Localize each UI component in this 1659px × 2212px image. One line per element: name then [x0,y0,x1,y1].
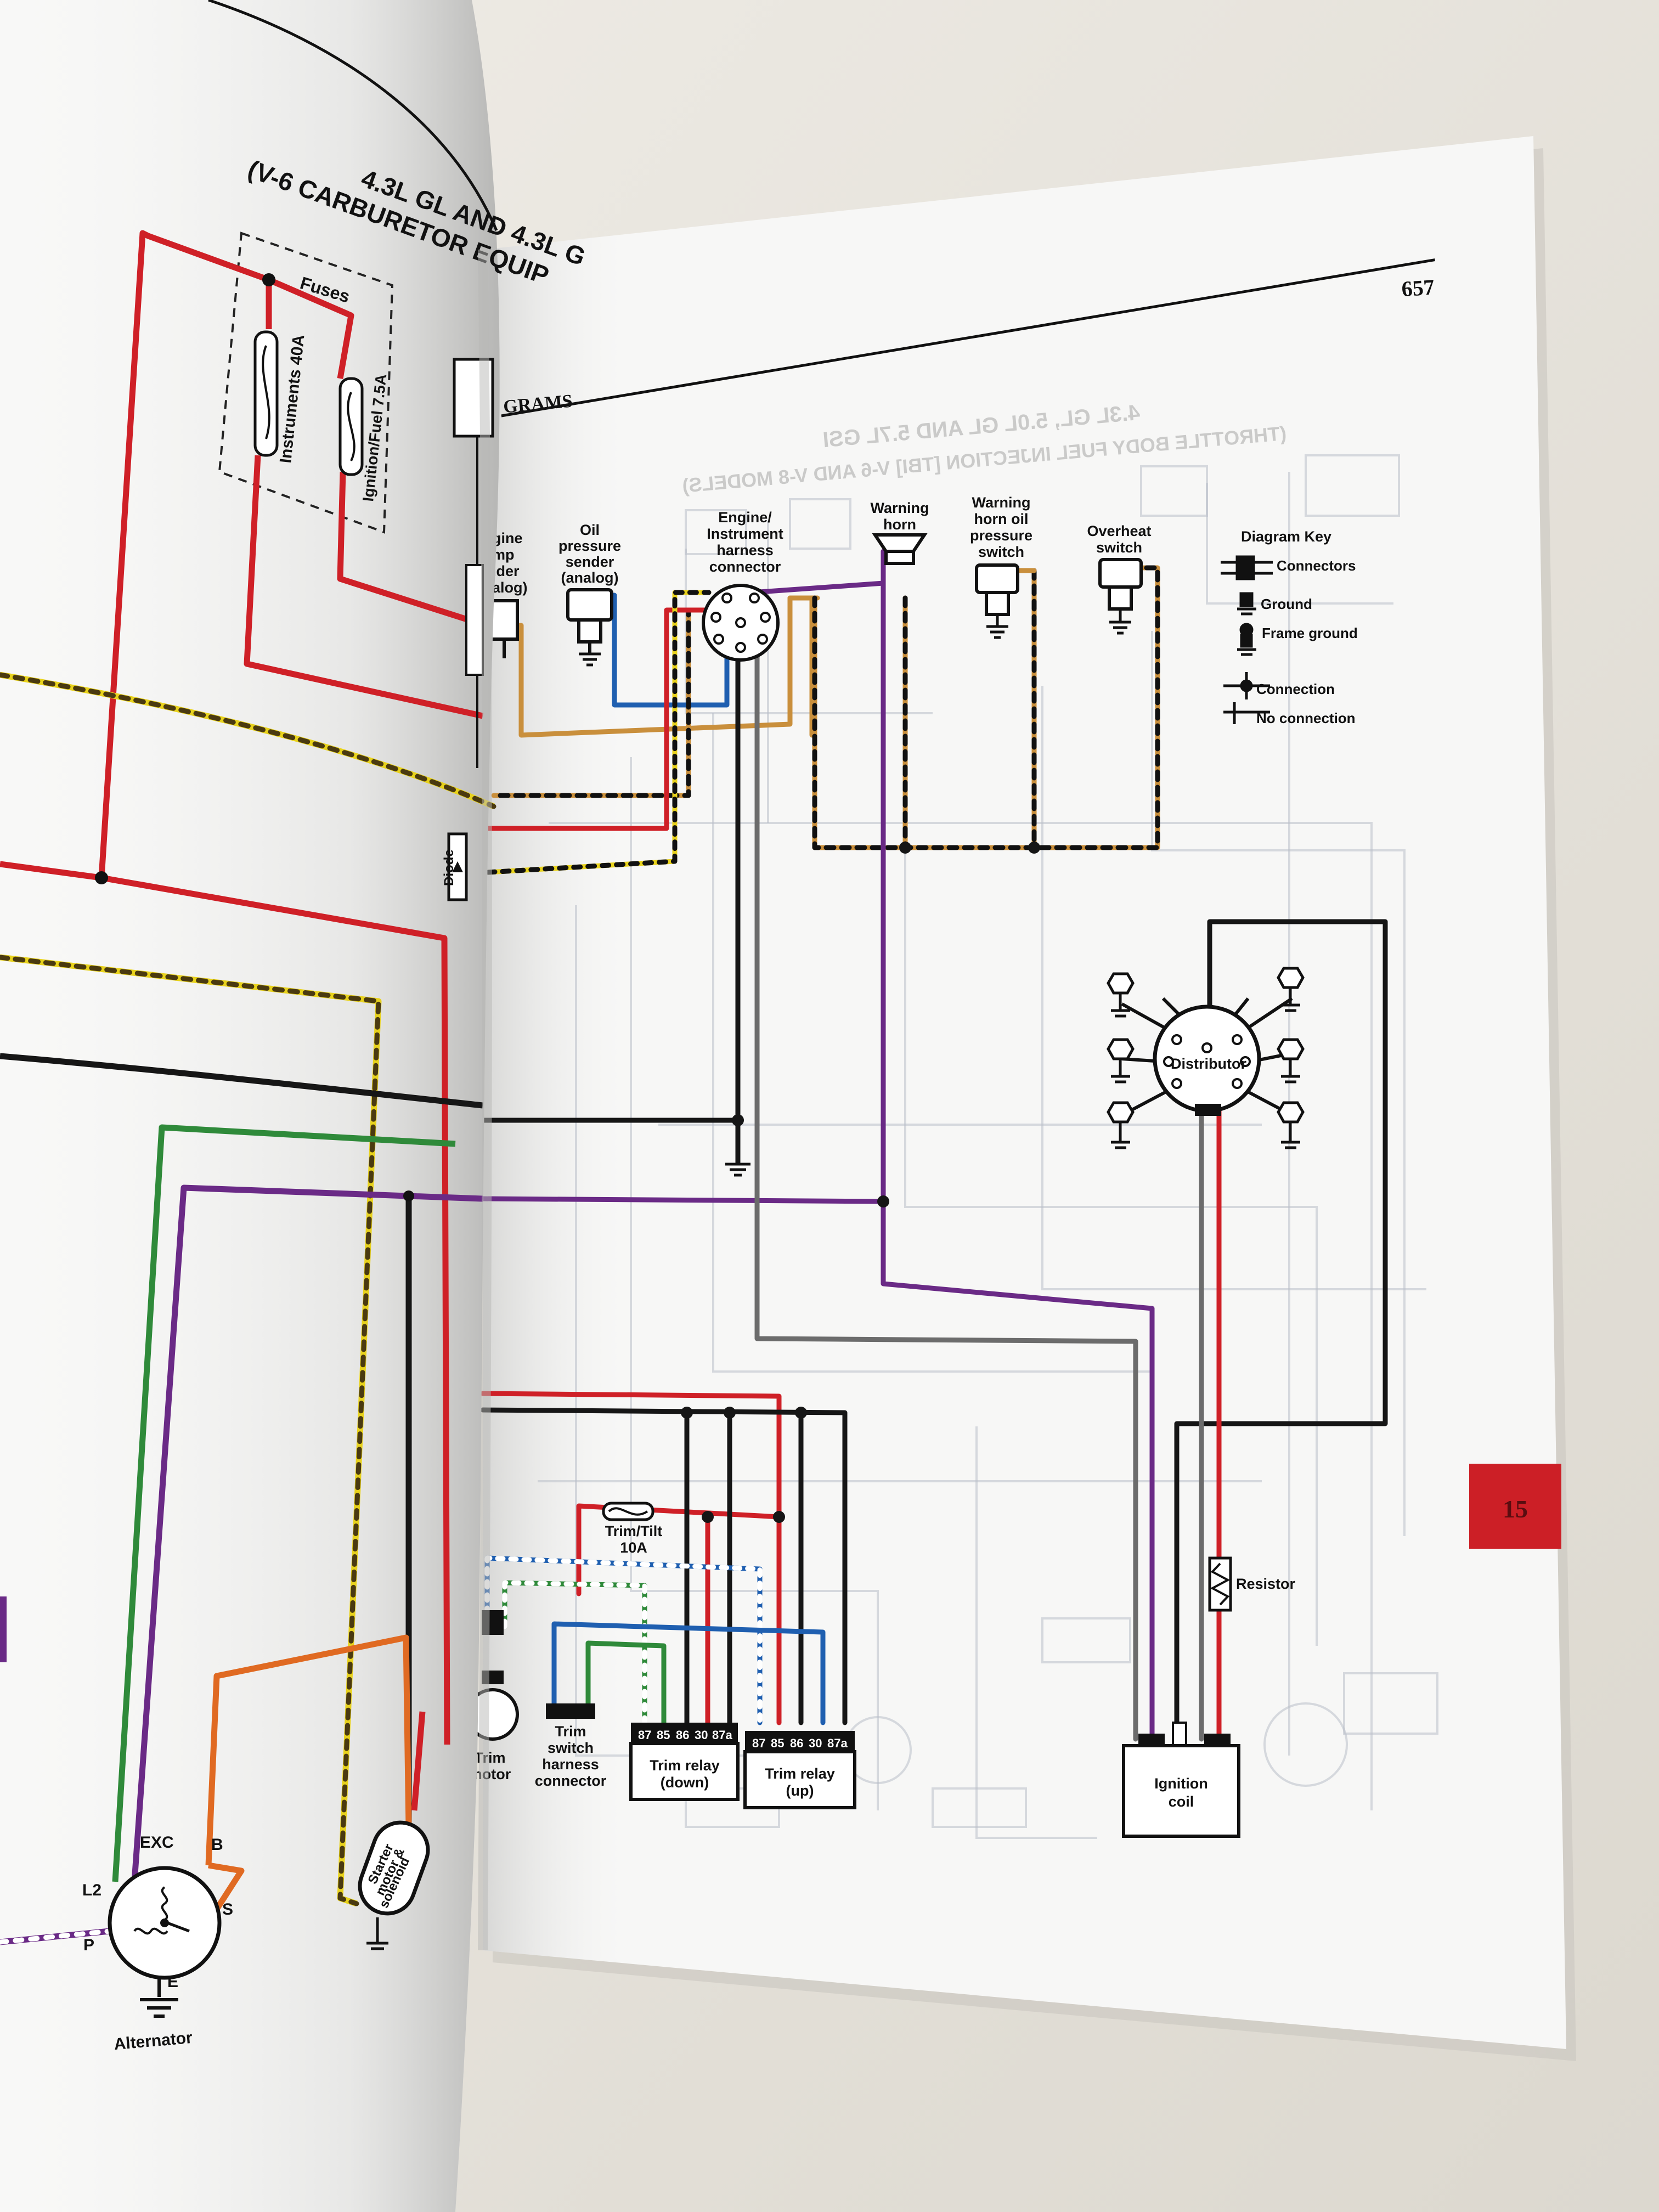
right-page-wiring [480,549,1388,1742]
key-ground-label: Ground [1261,596,1312,612]
oil-sender-label-2: pressure [558,538,621,554]
trim-switch-connector: Trim switch harness connector [535,1703,607,1789]
relay-down-label-1: Trim relay [650,1757,720,1774]
coil-label-1: Ignition [1154,1775,1207,1792]
relay-down-pin-30: 30 [695,1728,708,1742]
left-page: 4.3L GL AND 4.3L G (V-6 CARBURETOR EQUIP… [0,0,589,2212]
trim-switch-label-2: switch [548,1740,594,1756]
oil-sender-label-4: (analog) [561,569,619,586]
diode: Diode [442,832,468,901]
key-frame-ground-label: Frame ground [1262,625,1358,641]
spark-plug-grounds [1111,988,1300,1149]
horn-switch-label-4: switch [978,544,1024,560]
warning-horn-label-2: horn [883,516,916,533]
alternator-ground-icon [140,1998,178,2018]
relay-up-label-2: (up) [786,1782,814,1799]
key-connection-label: Connection [1256,681,1335,697]
warning-horn: Warning horn [871,500,929,565]
alt-exc-label: EXC [140,1833,174,1852]
resistor: Resistor [1208,1556,1296,1612]
fuse-box-outline [218,232,394,534]
temp-sender-label-4: alog) [492,579,528,596]
temp-sender-label-3: ıder [492,563,520,579]
coil-label-2: coil [1169,1793,1194,1810]
temp-sender: gine mp ıder alog) [489,530,528,658]
relay-down-pin-86: 86 [676,1728,689,1742]
trim-relay-down: 87 85 86 30 87a Trim relay (down) [629,1723,740,1801]
oil-pressure-sender: Oil pressure sender (analog) [558,522,621,667]
diagram-key-title: Diagram Key [1241,528,1331,545]
alt-p-label: P [83,1936,94,1954]
relay-up-pin-30: 30 [809,1736,822,1750]
trim-tilt-fuse: Trim/Tilt 10A [602,1502,663,1556]
harness-label-2: Instrument [707,526,783,542]
key-connectors-label: Connectors [1277,557,1356,574]
spark-plug-icons [1107,967,1305,1124]
oil-sender-label-1: Oil [580,522,600,538]
trim-fuse-label-2: 10A [620,1539,647,1556]
overheat-switch: Overheat switch [1087,523,1152,635]
harness-label-3: harness [716,542,774,558]
key-no-connection-label: No connection [1256,710,1356,726]
diode-label: Diode [442,849,456,886]
distributor: Distributor [1107,967,1305,1149]
junction-dots [681,842,1040,1523]
starter-motor: Starter motor & solenoid [358,1820,430,1950]
oil-sender-ground-icon [579,652,601,667]
horn-switch-ground-icon [986,614,1008,639]
diagram-key: Diagram Key Connectors Ground Frame grou… [1221,528,1358,726]
relay-down-pin-87a: 87a [712,1728,732,1742]
relay-down-label-2: (down) [661,1774,709,1791]
alt-l2-label: L2 [82,1881,101,1899]
overheat-label-1: Overheat [1087,523,1151,539]
overheat-label-2: switch [1096,539,1142,556]
relay-up-label-1: Trim relay [765,1765,835,1782]
alt-b-label: B [211,1836,223,1854]
trim-switch-label-3: harness [542,1756,599,1773]
alt-e-label: E [167,1973,178,1991]
trim-fuse-label-1: Trim/Tilt [605,1523,663,1539]
trim-switch-label-1: Trim [555,1723,586,1740]
horn-switch-label-3: pressure [970,527,1032,544]
harness-label-4: connector [709,558,781,575]
relay-down-pin-85: 85 [657,1728,670,1742]
oil-sender-label-3: sender [566,554,614,570]
harness-connector: Engine/ Instrument harness connector [702,509,783,662]
trim-switch-label-4: connector [535,1773,607,1789]
overheat-ground-icon [1109,609,1131,635]
connectors-icon [1221,555,1273,580]
starter-ground-icon [366,1917,388,1950]
horn-switch-label-1: Warning [972,494,1031,511]
distributor-label: Distributor [1171,1056,1246,1072]
chapter-tab-label: 15 [1503,1495,1528,1523]
resistor-label: Resistor [1236,1576,1296,1592]
alt-s-label: S [222,1900,233,1918]
chapter-tab [1469,1464,1561,1549]
warning-horn-label-1: Warning [871,500,929,516]
page-number: 657 [1401,274,1435,301]
ignition-coil: Ignition coil [1122,1722,1240,1838]
show-through-ghost-lines [538,454,1438,1839]
relay-up-pin-85: 85 [771,1736,784,1750]
warning-horn-switch: Warning horn oil pressure switch [970,494,1032,639]
relay-down-pin-87: 87 [638,1728,651,1742]
harness-label-1: Engine/ [718,509,772,526]
relay-up-pin-86: 86 [790,1736,803,1750]
trim-relay-up: 87 85 86 30 87a Trim relay (up) [743,1731,856,1809]
relay-up-pin-87a: 87a [827,1736,848,1750]
horn-switch-label-2: horn oil [974,511,1029,527]
no-connection-icon [1223,702,1270,724]
connection-icon [1223,672,1270,699]
alternator: EXC L2 B S P E Alternator [82,1833,233,2053]
relay-up-pin-87: 87 [752,1736,765,1750]
temp-sender-label-1: gine [492,530,523,546]
frame-ground-icon [1237,623,1256,656]
harness-ground-icon [725,1163,751,1177]
ground-icon [1237,592,1256,616]
